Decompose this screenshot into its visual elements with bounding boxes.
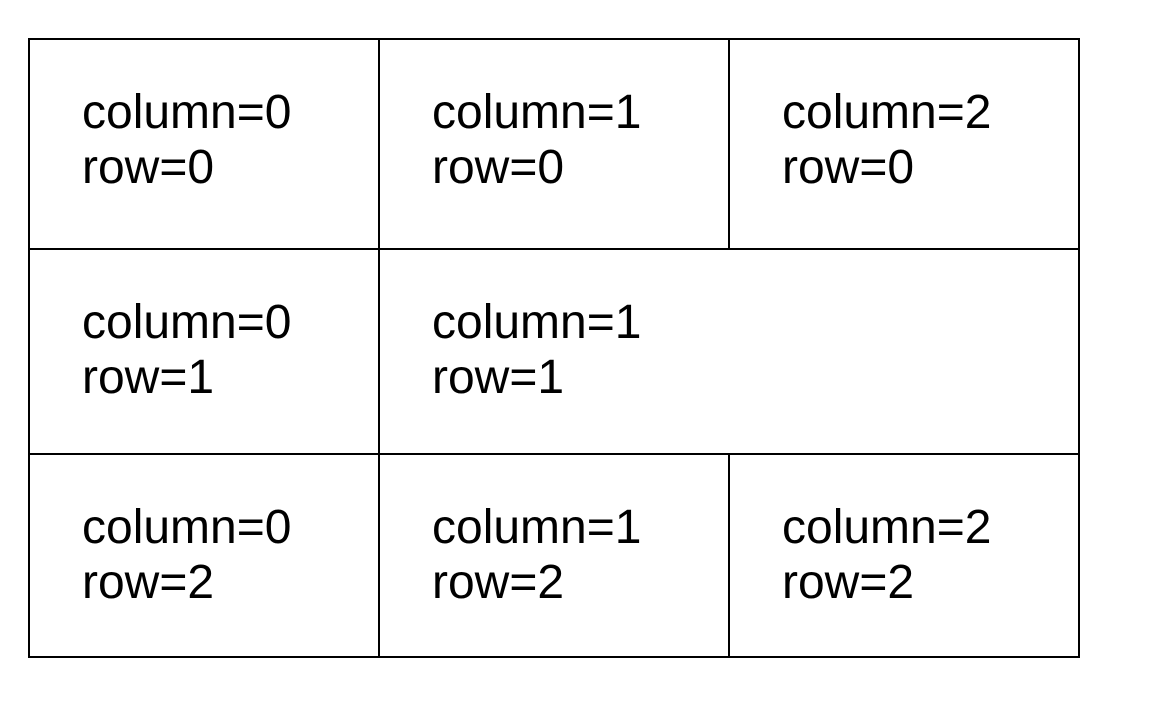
cell-text-line1: column=1: [432, 296, 642, 349]
cell-text-line2: row=1: [432, 351, 565, 404]
cell-text-line2: row=0: [82, 141, 215, 194]
table-cell-r2-c2[interactable]: column=2 row=2: [728, 453, 1080, 658]
cell-text-line1: column=0: [82, 501, 292, 554]
cell-text-line1: column=0: [82, 86, 292, 139]
table-cell-r1-c0[interactable]: column=0 row=1: [28, 248, 380, 455]
table-row-1: column=0 row=1 column=1 row=1: [28, 248, 1080, 455]
cell-text-line2: row=0: [782, 141, 915, 194]
cell-text-line1: column=2: [782, 501, 992, 554]
table-cell-r2-c1[interactable]: column=1 row=2: [378, 453, 730, 658]
cell-text-line2: row=2: [782, 556, 915, 609]
table-row-0: column=0 row=0 column=1 row=0 column=2 r…: [28, 38, 1080, 250]
cell-text-line1: column=1: [432, 86, 642, 139]
table-cell-r0-c0[interactable]: column=0 row=0: [28, 38, 380, 250]
table-cell-r0-c1[interactable]: column=1 row=0: [378, 38, 730, 250]
table-row-2: column=0 row=2 column=1 row=2 column=2 r…: [28, 453, 1080, 658]
grid-table: column=0 row=0 column=1 row=0 column=2 r…: [28, 38, 1080, 658]
table-cell-r0-c2[interactable]: column=2 row=0: [728, 38, 1080, 250]
cell-text-line2: row=1: [82, 351, 215, 404]
cell-text-line2: row=2: [82, 556, 215, 609]
cell-text-line1: column=1: [432, 501, 642, 554]
table-cell-r1-c1-merged[interactable]: column=1 row=1: [378, 248, 1080, 455]
cell-text-line1: column=2: [782, 86, 992, 139]
cell-text-line2: row=2: [432, 556, 565, 609]
cell-text-line2: row=0: [432, 141, 565, 194]
table-cell-r2-c0[interactable]: column=0 row=2: [28, 453, 380, 658]
cell-text-line1: column=0: [82, 296, 292, 349]
